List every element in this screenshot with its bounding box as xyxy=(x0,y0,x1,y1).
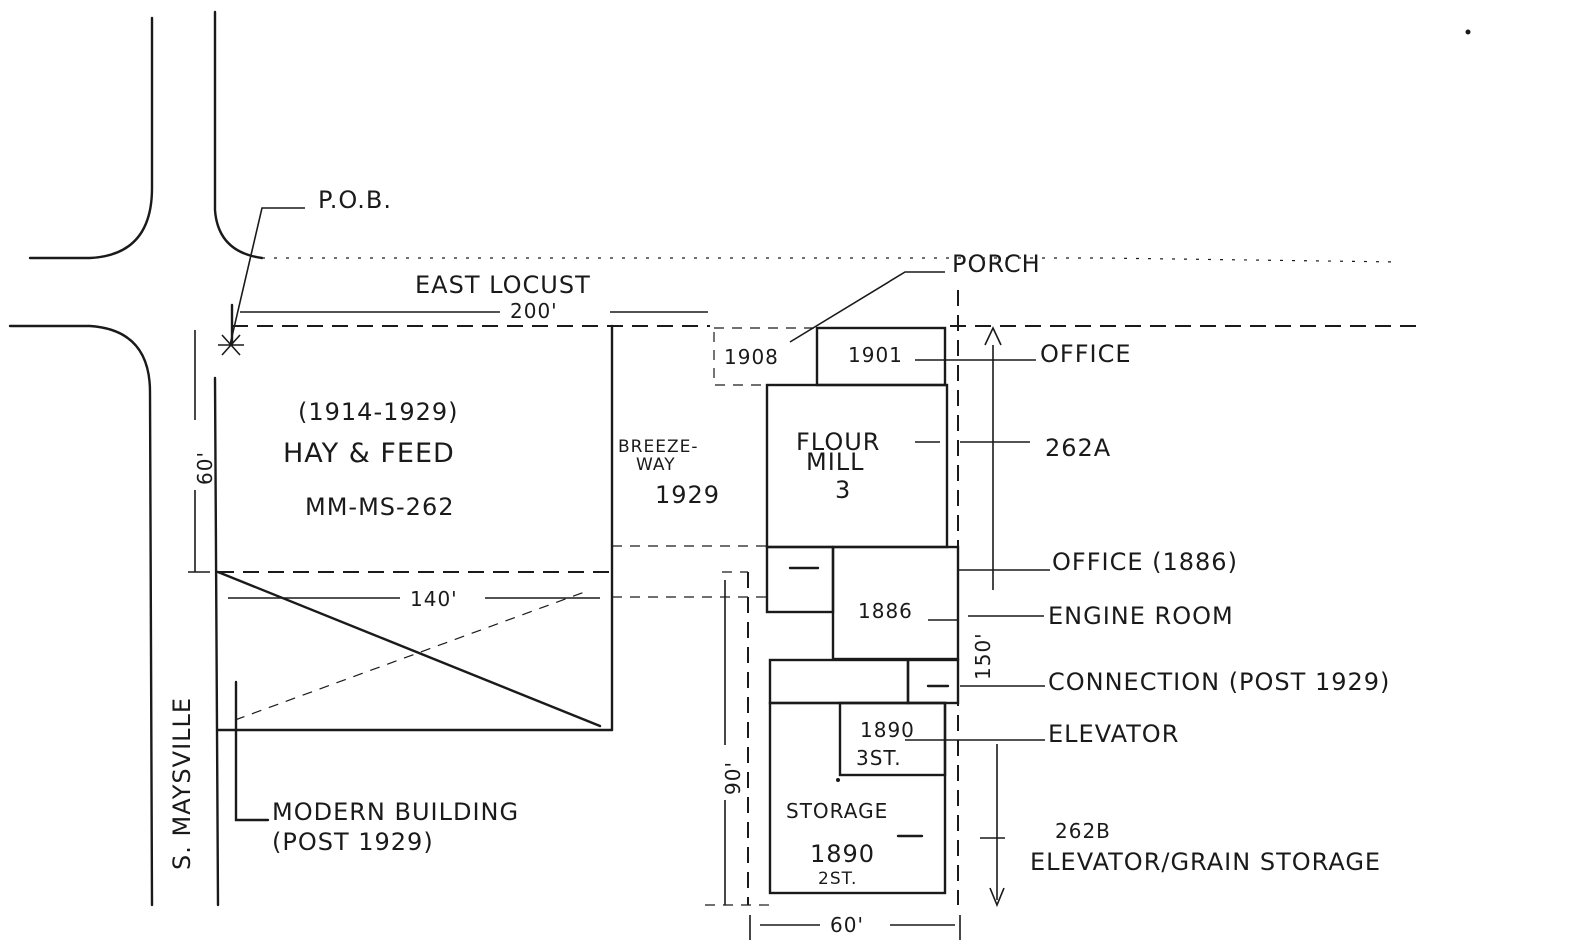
porch-year: 1908 xyxy=(724,345,779,369)
elevator-stories: 3ST. xyxy=(856,746,902,770)
dim-lot-depth: 60' xyxy=(193,451,217,485)
speck xyxy=(836,778,840,782)
breezeway-year: 1929 xyxy=(655,481,720,509)
office-year: 1901 xyxy=(848,343,903,367)
callout-engine-room: ENGINE ROOM xyxy=(1048,602,1234,630)
dim-mill-width: 60' xyxy=(830,913,864,937)
callout-elevator: ELEVATOR xyxy=(1048,720,1179,748)
dim-frontage: 200' xyxy=(510,299,558,323)
dim-strip-depth: 90' xyxy=(721,761,745,795)
elevator-year: 1890 xyxy=(860,718,915,742)
callout-connection: CONNECTION (POST 1929) xyxy=(1048,668,1390,696)
dimension-lines xyxy=(188,311,961,940)
storage-stories: 2ST. xyxy=(818,869,857,889)
street-dotted-edges xyxy=(262,257,1401,263)
storage-name: STORAGE xyxy=(786,799,888,823)
callout-262b: 262B xyxy=(1055,819,1111,843)
street-name-s-maysville: S. MAYSVILLE xyxy=(168,697,196,870)
callout-office: OFFICE xyxy=(1040,340,1132,368)
dim-mill-depth: 150' xyxy=(971,632,995,680)
modern-building-date: (POST 1929) xyxy=(272,828,434,856)
storage-year: 1890 xyxy=(810,840,875,868)
dim-lot-width: 140' xyxy=(410,587,458,611)
callout-elevator-grain: ELEVATOR/GRAIN STORAGE xyxy=(1030,848,1381,876)
breezeway-line1: BREEZE- xyxy=(618,437,698,457)
hay-feed-site-id: MM-MS-262 xyxy=(305,493,454,521)
mill-buildings xyxy=(713,326,960,895)
callout-porch: PORCH xyxy=(952,250,1041,278)
hay-feed-dates: (1914-1929) xyxy=(298,398,459,426)
street-edges xyxy=(8,10,264,907)
leader-lines xyxy=(789,271,1050,908)
pob-label: P.O.B. xyxy=(318,186,392,214)
mill-line2: MILL xyxy=(806,448,865,476)
callout-262a: 262A xyxy=(1045,434,1111,462)
speck xyxy=(1465,29,1471,35)
modern-building-label: MODERN BUILDING xyxy=(272,798,519,826)
hay-feed-name: HAY & FEED xyxy=(283,438,455,469)
callout-office-1886: OFFICE (1886) xyxy=(1052,548,1238,576)
mill-line1: FLOUR xyxy=(796,428,880,456)
street-name-east-locust: EAST LOCUST xyxy=(415,271,591,299)
pob-marker xyxy=(218,207,305,356)
mill-number: 3 xyxy=(835,476,851,504)
breezeway-line2: WAY xyxy=(636,455,676,475)
modern-building xyxy=(216,570,602,822)
engine-year: 1886 xyxy=(858,599,913,623)
